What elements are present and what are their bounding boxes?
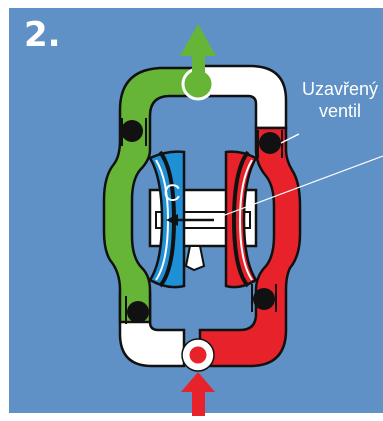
ball-bottom-right [253, 288, 275, 310]
callout-line1: Uzavřený [301, 79, 379, 99]
callout-line-diaphragm [213, 155, 383, 220]
right-diaphragm [231, 150, 250, 288]
callout-line2: ventil [318, 101, 362, 121]
ball-bottom-left [127, 301, 149, 323]
seat-top-left [121, 118, 147, 146]
ball-top-left [121, 120, 143, 142]
shaft-arrow-head [166, 214, 178, 226]
inlet-arrow-shaft [192, 390, 205, 416]
seat-bottom-left [125, 296, 151, 324]
inlet-port-center [189, 346, 207, 364]
right-diaphragm-inner [238, 159, 253, 281]
inlet-arrow-head [181, 372, 215, 392]
seat-top-right [257, 130, 283, 158]
chamber-label: C [163, 180, 180, 207]
seat-bottom-right [251, 284, 277, 312]
outlet-arrow-head [180, 24, 216, 56]
ball-top-right [259, 132, 281, 154]
step-number: 2. [24, 15, 61, 55]
closed-valve-callout: Uzavřený ventil [298, 78, 382, 122]
callout-line-valve [280, 133, 300, 144]
outlet-arrow-shaft [192, 52, 205, 82]
shaft-stem [184, 245, 206, 272]
